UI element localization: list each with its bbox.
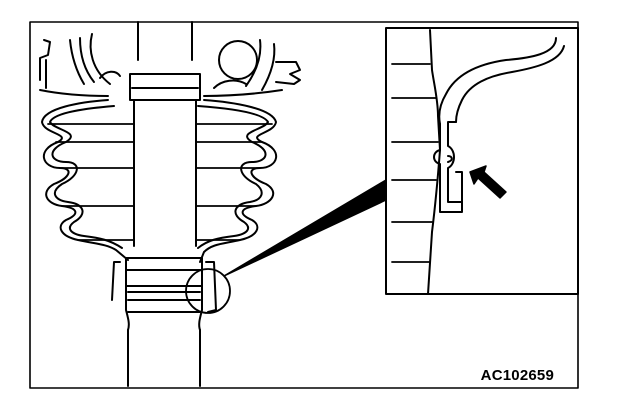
- figure-reference-code: AC102659: [480, 367, 554, 384]
- bellows-ridges: [47, 123, 273, 241]
- drive-shaft: [127, 21, 201, 387]
- joint-housing: [39, 33, 301, 97]
- boot-small-end: [111, 257, 217, 331]
- boot-bellows-left: [41, 99, 129, 261]
- drive-shaft-boot-illustration: [39, 21, 301, 387]
- joint-ball: [218, 40, 258, 80]
- boot-band-seating-detail: [385, 27, 579, 295]
- arrow-icon: [469, 165, 507, 199]
- detail-circle: [185, 268, 231, 314]
- boot-bellows-right: [199, 99, 277, 263]
- detail-frame: [385, 27, 579, 295]
